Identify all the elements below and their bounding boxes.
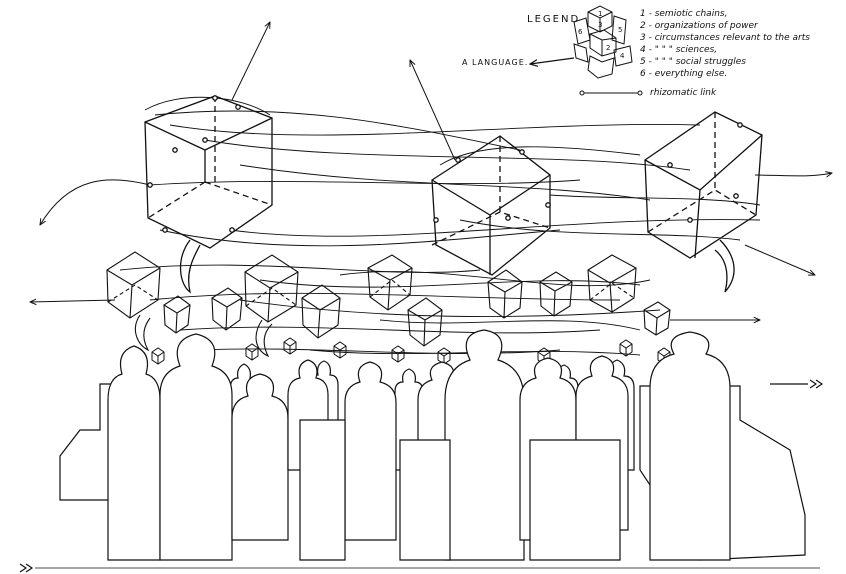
- double-chevron-arrow-icon: [19, 379, 824, 573]
- medium-cube: [407, 297, 443, 347]
- svg-text:4: 4: [620, 52, 625, 60]
- medium-cube: [643, 301, 671, 336]
- legend-title: LEGEND: [527, 14, 580, 25]
- small-cubes: [151, 337, 671, 365]
- rhizomatic-link-icon: [579, 90, 643, 96]
- big-cube-center: [431, 135, 551, 276]
- svg-text:6: 6: [578, 28, 583, 36]
- medium-cube: [211, 287, 243, 331]
- language-label: A LANGUAGE.: [462, 58, 528, 67]
- rhizomatic-links: [119, 96, 761, 356]
- crowd-silhouettes: [59, 329, 806, 561]
- medium-cube: [367, 254, 413, 311]
- svg-text:2: 2: [606, 44, 610, 52]
- legend-item-5: 5 - " " " social struggles: [640, 57, 746, 67]
- outward-arrows: [30, 22, 832, 320]
- medium-cube: [301, 284, 341, 339]
- language-arrow: [530, 57, 575, 64]
- medium-cube: [587, 254, 637, 313]
- big-cube-left: [144, 95, 273, 294]
- medium-cube: [487, 269, 523, 319]
- legend: LEGEND 1 3 6 5 2 4 1 - semiotic chains, …: [462, 5, 810, 98]
- legend-item-4: 4 - " " " sciences,: [640, 45, 717, 55]
- legend-link-label: rhizomatic link: [650, 88, 717, 98]
- svg-text:5: 5: [618, 26, 622, 34]
- legend-item-3: 3 - circumstances relevant to the arts: [640, 33, 810, 43]
- medium-cube: [539, 271, 573, 317]
- svg-text:1: 1: [598, 10, 602, 18]
- legend-item-1: 1 - semiotic chains,: [640, 9, 727, 19]
- legend-item-6: 6 - everything else.: [640, 69, 727, 79]
- medium-cube: [106, 251, 161, 352]
- big-cube-right: [644, 111, 763, 293]
- medium-cube: [163, 295, 191, 334]
- legend-item-2: 2 - organizations of power: [640, 21, 759, 31]
- svg-text:3: 3: [598, 21, 602, 29]
- legend-cube-cluster-icon: 1 3 6 5 2 4: [573, 5, 633, 79]
- medium-cubes: [106, 251, 671, 358]
- medium-cube: [244, 254, 299, 358]
